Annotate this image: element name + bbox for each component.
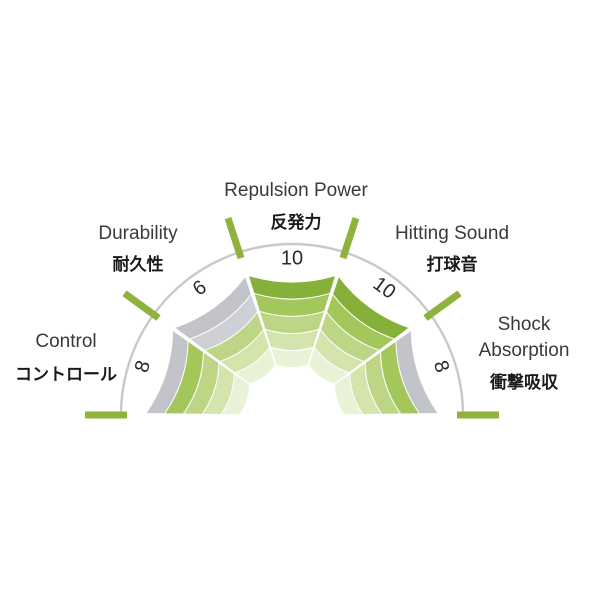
bar-segment-durability-level-4 bbox=[190, 295, 257, 350]
category-label-repulsion-en: Repulsion Power bbox=[224, 180, 368, 201]
bar-segment-hitting-sound-level-3 bbox=[321, 312, 379, 361]
category-label-control-jp: コントロール bbox=[15, 365, 117, 385]
boundary-tick-4 bbox=[339, 217, 360, 260]
category-label-repulsion-jp: 反発力 bbox=[271, 212, 322, 233]
boundary-tick-3 bbox=[224, 217, 245, 260]
bar-segment-control-level-3 bbox=[184, 352, 219, 414]
chart-sectors bbox=[146, 276, 438, 415]
value-label-control: 8 bbox=[131, 358, 155, 375]
bar-segment-repulsion-power-level-4 bbox=[254, 294, 330, 316]
chart-ticks bbox=[85, 217, 499, 419]
bar-segment-repulsion-power-level-5 bbox=[249, 276, 335, 299]
bar-segment-control-level-2 bbox=[203, 363, 234, 415]
value-label-durability: 6 bbox=[189, 276, 211, 300]
bar-segment-shock-absorption-level-1 bbox=[334, 374, 363, 415]
bar-segment-hitting-sound-level-4 bbox=[327, 295, 394, 350]
category-label-shock-en-line1: Shock bbox=[498, 314, 551, 335]
outer-arc bbox=[119, 242, 465, 416]
bar-segment-control-level-5 bbox=[146, 331, 188, 414]
category-label-hitting-jp: 打球音 bbox=[427, 254, 478, 275]
bar-segment-control-level-4 bbox=[165, 342, 203, 414]
value-label-repulsion-power: 10 bbox=[281, 247, 303, 269]
category-label-hitting-en: Hitting Sound bbox=[395, 223, 509, 244]
bar-segment-durability-level-3 bbox=[205, 312, 263, 361]
bar-segment-durability-level-2 bbox=[220, 330, 269, 373]
value-label-shock-absorption: 8 bbox=[429, 358, 453, 375]
category-label-durability-en: Durability bbox=[98, 223, 178, 244]
bar-segment-shock-absorption-level-3 bbox=[365, 352, 400, 414]
bar-segment-durability-level-1 bbox=[235, 348, 276, 384]
bar-segment-durability-level-5 bbox=[175, 277, 251, 339]
chart-outer-arc bbox=[119, 242, 465, 416]
bar-segment-hitting-sound-level-5 bbox=[333, 277, 409, 339]
bar-segment-shock-absorption-level-5 bbox=[396, 331, 438, 414]
category-label-durability-jp: 耐久性 bbox=[113, 254, 164, 275]
bar-segment-repulsion-power-level-3 bbox=[260, 312, 324, 333]
boundary-tick-5 bbox=[423, 290, 462, 321]
category-label-shock-en-line2: Absorption bbox=[479, 340, 570, 361]
chart-category-labels: Control コントロール Durability 耐久性 Repulsion … bbox=[15, 180, 569, 393]
bar-segment-shock-absorption-level-2 bbox=[350, 363, 381, 415]
category-label-shock-jp: 衝撃吸収 bbox=[489, 372, 559, 393]
bar-segment-repulsion-power-level-2 bbox=[265, 329, 319, 350]
bar-segment-shock-absorption-level-4 bbox=[381, 342, 419, 414]
bar-segment-control-level-1 bbox=[221, 374, 250, 415]
bar-segment-repulsion-power-level-1 bbox=[271, 347, 313, 368]
bar-segment-hitting-sound-level-2 bbox=[315, 330, 364, 373]
category-label-control-en: Control bbox=[35, 331, 96, 352]
boundary-tick-2 bbox=[122, 290, 161, 321]
bar-segment-hitting-sound-level-1 bbox=[308, 348, 349, 384]
